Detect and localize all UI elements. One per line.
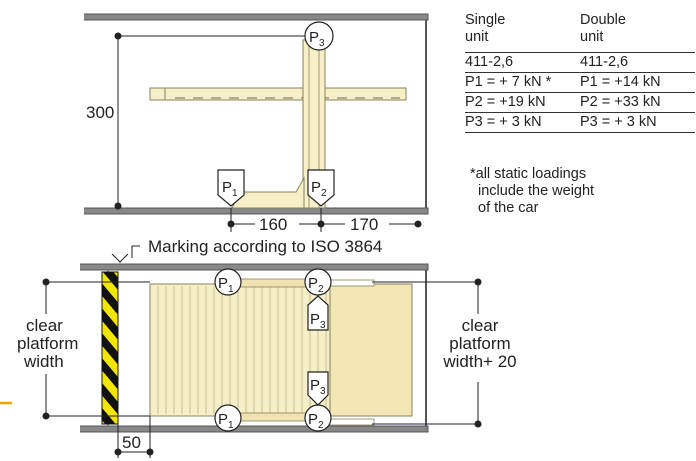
side-p1-marker: P1 <box>217 169 245 207</box>
dim-right: 170 <box>350 215 378 234</box>
svg-text:P1: P1 <box>218 411 234 431</box>
svg-text:P3: P3 <box>310 311 326 331</box>
svg-text:P3: P3 <box>310 377 326 397</box>
dim-bottom-50: 50 <box>122 433 141 452</box>
plan-wall-top <box>80 263 429 271</box>
plan-p1-bottom-marker: P1 <box>214 404 242 432</box>
left-label-2: platform <box>17 334 78 353</box>
plan-p3-bottom-marker: P3 <box>307 371 329 406</box>
side-p3-marker: P3 <box>304 21 334 51</box>
table-row: P2 = +19 kN P2 = +33 kN <box>465 92 695 113</box>
side-p2-marker: P2 <box>307 169 335 207</box>
table-row: P1 = + 7 kN * P1 = +14 kN <box>465 72 695 93</box>
svg-text:P2: P2 <box>308 411 324 431</box>
marking-label: Marking according to ISO 3864 <box>148 237 382 256</box>
side-wall-top <box>84 13 429 21</box>
platform-arm <box>149 87 407 101</box>
plan-wall-bottom <box>80 425 429 433</box>
plan-platform <box>149 278 413 426</box>
side-view: 300 P3 P1 P2 160 170 <box>84 13 429 234</box>
hazard-stripe <box>101 271 119 425</box>
svg-text:P1: P1 <box>222 179 238 199</box>
side-wall-bottom <box>84 207 429 215</box>
plan-p1-top-marker: P1 <box>214 268 242 296</box>
left-label-1: clear <box>26 316 63 335</box>
left-label-3: width <box>23 352 64 371</box>
svg-text:P2: P2 <box>308 275 324 295</box>
svg-text:P3: P3 <box>309 29 325 49</box>
plan-p2-bottom-marker: P2 <box>304 404 332 432</box>
table-row: P3 = + 3 kN P3 = + 3 kN <box>465 112 695 133</box>
parking-system-drawing: 300 P3 P1 P2 160 170 Marking according t <box>0 13 430 458</box>
height-label: 300 <box>86 103 114 122</box>
svg-text:P1: P1 <box>218 275 234 295</box>
plan-p3-top-marker: P3 <box>307 295 329 331</box>
platform-arm-tip <box>149 87 166 101</box>
table-row: 411-2,6 411-2,6 <box>465 52 695 73</box>
right-dimension-label: clear platform width+ 20 <box>443 316 517 371</box>
dim-left: 160 <box>259 215 287 234</box>
right-dimension-ext <box>430 278 482 428</box>
footnote: *all static loadings include the weight … <box>470 166 595 216</box>
plan-p2-top-marker: P2 <box>304 268 332 296</box>
svg-text:P2: P2 <box>311 179 327 199</box>
plan-view: Marking according to ISO 3864 clear plat… <box>0 237 430 458</box>
